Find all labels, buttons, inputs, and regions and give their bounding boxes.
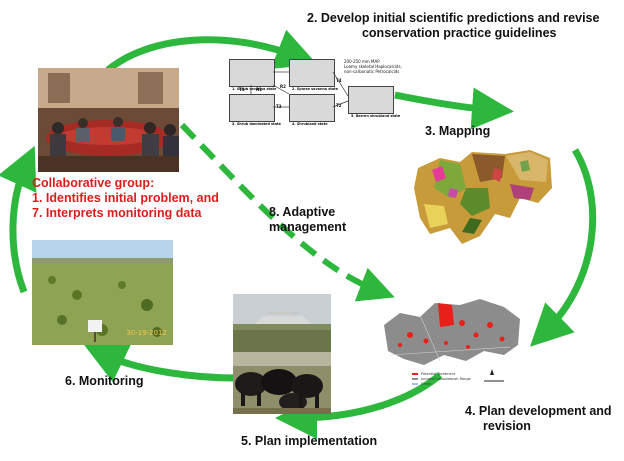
step2-line2: conservation practice guidelines xyxy=(361,26,557,40)
aerial-spraying-photo xyxy=(233,294,331,352)
arrow-mapping-to-plan xyxy=(530,148,597,347)
cattle-photo xyxy=(233,352,331,414)
step3-label: 3. Mapping xyxy=(425,124,491,138)
collaborative-group-label: Collaborative group: 1. Identifies initi… xyxy=(32,176,219,221)
step6-label: 6. Monitoring xyxy=(65,374,144,388)
step5-label: 5. Plan implementation xyxy=(241,434,378,448)
treatment-plan-map: Potential Treatment Juniper/Creosotebush… xyxy=(380,295,525,390)
stm-note-line3: non-carbonatic Petrocalcids xyxy=(344,69,400,74)
collaborative-line1: Collaborative group: xyxy=(32,176,155,190)
stm-transition-r2: R2 xyxy=(280,84,286,89)
map-legend-2: Juniper/Creosotebush Range xyxy=(421,377,471,381)
stm-transition-t3: T3 xyxy=(276,104,282,109)
stm-box-3-title: 3. Shrub dominated state xyxy=(232,122,281,126)
stm-box-5 xyxy=(348,86,394,114)
stm-transition-t4: T4 xyxy=(336,78,342,83)
step4-label: 4. Plan development and revision xyxy=(465,404,612,434)
arrow-implementation-to-monitoring xyxy=(84,344,236,383)
stm-box-1-title: 1. Shrub savanna state xyxy=(232,87,277,91)
stm-box-4-title: 4. Shrubland state xyxy=(292,122,328,126)
stm-transition-t1: T1 xyxy=(239,87,245,92)
arrow-monitoring-to-collab xyxy=(0,145,37,294)
step2-line1: 2. Develop initial scientific prediction… xyxy=(307,11,600,25)
collaborative-line2: 1. Identifies initial problem, and xyxy=(32,191,219,205)
map-legend-1: Potential Treatment xyxy=(421,372,456,376)
stm-note-line2: Loamy skeletal Haplocalcids, xyxy=(344,64,402,69)
arrow-collab-to-predictions xyxy=(105,29,318,73)
stm-connectors xyxy=(250,71,349,108)
step8-line1: 8. Adaptive xyxy=(269,205,336,219)
stm-box-2-title: 2. Sparse savanna state xyxy=(292,87,339,91)
arrow-plan-to-implementation xyxy=(275,372,443,439)
step2-label: 2. Develop initial scientific prediction… xyxy=(307,11,599,41)
arrow-predictions-to-mapping xyxy=(394,87,514,130)
state-transition-model: 1. Shrub savanna state 2. Sparse savanna… xyxy=(226,56,402,126)
stm-box-5-title: 5. Barren shrubland state xyxy=(351,114,401,118)
collaborative-line3: 7. Interprets monitoring data xyxy=(32,206,202,220)
meeting-photo xyxy=(38,68,179,172)
step8-label: 8. Adaptive management xyxy=(269,205,346,235)
step4-line2: revision xyxy=(483,419,531,433)
vegetation-map xyxy=(410,148,558,248)
stm-site-note: 200-250 mm MAP Loamy skeletal Haplocalci… xyxy=(344,59,402,74)
step8-line2: management xyxy=(269,220,347,234)
stm-transition-t2: T2 xyxy=(336,103,342,108)
arrow-adaptive-management xyxy=(179,122,395,302)
stm-note-line1: 200-250 mm MAP xyxy=(344,59,380,64)
stm-box-4 xyxy=(289,94,335,122)
grassland-photo-date: 30-19-2012 xyxy=(126,329,167,337)
stm-box-3 xyxy=(229,94,275,122)
stm-box-1 xyxy=(229,59,275,87)
stm-box-2 xyxy=(289,59,335,87)
map-legend-3: Creek xyxy=(421,382,432,386)
stm-transition-r1: R1 xyxy=(256,87,262,92)
step4-line1: 4. Plan development and xyxy=(465,404,612,418)
grassland-monitoring-photo: 30-19-2012 xyxy=(32,240,173,345)
